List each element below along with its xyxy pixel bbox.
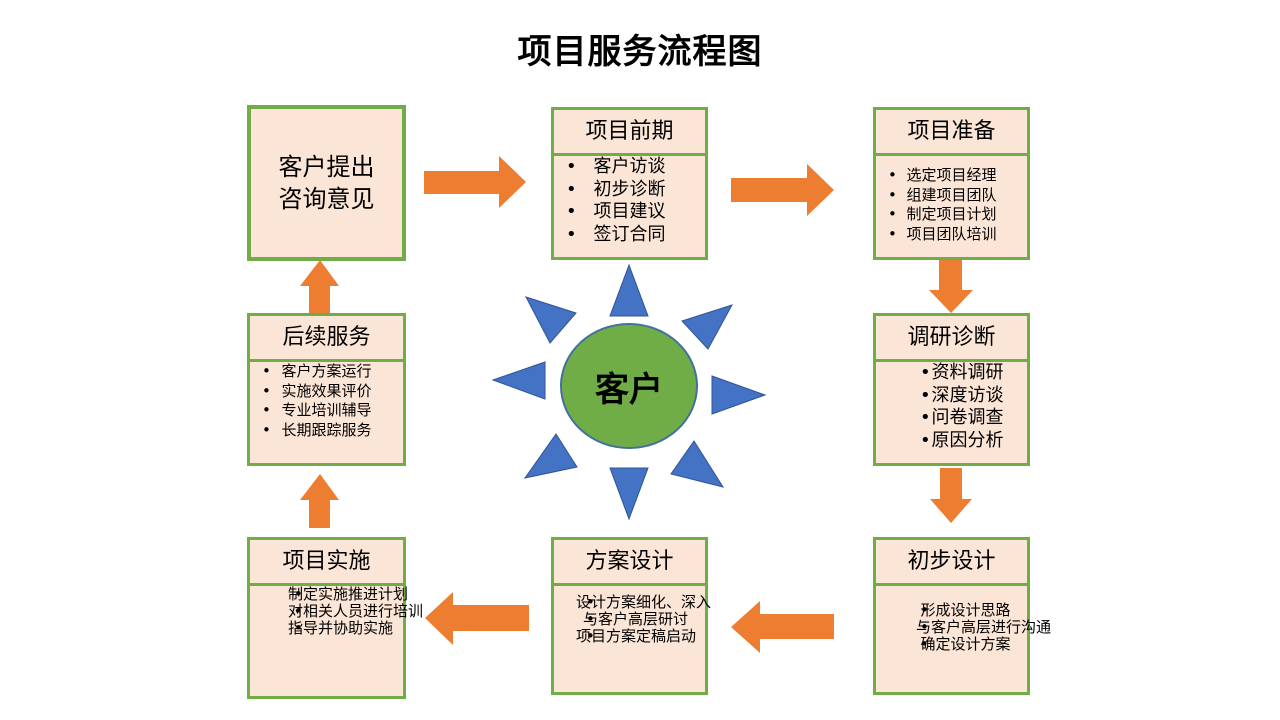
list-item: 深度访谈 — [908, 385, 1027, 408]
box-prep-title: 项目准备 — [876, 110, 1027, 156]
box-scheme-title: 方案设计 — [554, 540, 705, 586]
box-pre-title: 项目前期 — [554, 110, 705, 156]
list-item: 项目建议 — [554, 201, 705, 224]
list-item: 设计方案细化、深入 — [576, 594, 711, 612]
diagram-title: 项目服务流程图 — [517, 32, 763, 72]
list-item: 专业培训辅导 — [250, 401, 403, 421]
arrow-research-to-initial — [930, 468, 972, 523]
list-item: 制定项目计划 — [876, 205, 1027, 225]
box-follow-title: 后续服务 — [250, 316, 403, 362]
box-prep: 项目准备 选定项目经理 组建项目团队 制定项目计划 项目团队培训 — [873, 107, 1030, 260]
ray-top-icon — [609, 263, 649, 317]
list-item: 客户访谈 — [554, 156, 705, 179]
list-item: 对相关人员进行培训 — [284, 603, 423, 621]
arrow-follow-to-start — [300, 260, 339, 313]
list-item: 实施效果评价 — [250, 382, 403, 402]
box-research-title: 调研诊断 — [876, 316, 1027, 362]
ray-bottom-icon — [609, 467, 649, 521]
list-item: 形成设计思路 — [910, 602, 1021, 620]
arrow-impl-to-follow — [300, 474, 339, 528]
ray-left-icon — [491, 361, 546, 400]
start-box-line1: 客户提出 — [278, 153, 375, 181]
start-box: 客户提出 咨询意见 — [247, 105, 406, 261]
box-follow: 后续服务 客户方案运行 实施效果评价 专业培训辅导 长期跟踪服务 — [247, 313, 406, 466]
list-item: 项目方案定稿启动 — [576, 628, 696, 646]
list-item: 与客户高层研讨 — [576, 611, 695, 629]
list-item: 客户方案运行 — [250, 362, 403, 382]
box-research: 调研诊断 资料调研 深度访谈 问卷调查 原因分析 — [873, 313, 1030, 466]
list-item: 签订合同 — [554, 224, 705, 247]
box-initial-title: 初步设计 — [876, 540, 1027, 586]
ray-top-left-icon — [524, 296, 577, 344]
list-item: 制定实施推进计划 — [284, 586, 408, 604]
box-impl-list: 制定实施推进计划 对相关人员进行培训 指导并协助实施 — [250, 586, 423, 638]
box-follow-list: 客户方案运行 实施效果评价 专业培训辅导 长期跟踪服务 — [250, 362, 403, 440]
list-item: 初步诊断 — [554, 179, 705, 202]
start-box-line2: 咨询意见 — [278, 185, 375, 213]
ray-right-icon — [711, 375, 767, 415]
arrow-prep-to-research — [929, 260, 973, 313]
box-research-list: 资料调研 深度访谈 问卷调查 原因分析 — [876, 362, 1027, 452]
list-item: 与客户高层进行沟通 — [910, 619, 1051, 637]
box-prep-list: 选定项目经理 组建项目团队 制定项目计划 项目团队培训 — [876, 156, 1027, 244]
box-initial: 初步设计 形成设计思路 与客户高层进行沟通 确定设计方案 — [873, 537, 1051, 695]
list-item: 问卷调查 — [908, 407, 1027, 430]
list-item: 长期跟踪服务 — [250, 421, 403, 441]
box-impl-title: 项目实施 — [250, 540, 403, 586]
box-initial-list: 形成设计思路 与客户高层进行沟通 确定设计方案 — [876, 586, 1051, 654]
arrow-start-to-pre — [424, 156, 526, 208]
list-item: 资料调研 — [908, 362, 1027, 385]
list-item: 原因分析 — [908, 430, 1027, 453]
arrow-pre-to-prep — [731, 164, 834, 216]
box-pre-list: 客户访谈 初步诊断 项目建议 签订合同 — [554, 156, 705, 246]
center-customer-circle: 客户 — [560, 323, 698, 449]
list-item: 项目团队培训 — [876, 225, 1027, 245]
list-item: 确定设计方案 — [910, 636, 1021, 654]
ray-top-right-icon — [681, 304, 734, 350]
ray-bottom-left-icon — [523, 433, 578, 479]
ray-bottom-right-icon — [670, 440, 725, 488]
box-scheme-list: 设计方案细化、深入 与客户高层研讨 项目方案定稿启动 — [554, 586, 711, 646]
box-impl: 项目实施 制定实施推进计划 对相关人员进行培训 指导并协助实施 — [247, 537, 423, 699]
box-scheme: 方案设计 设计方案细化、深入 与客户高层研讨 项目方案定稿启动 — [551, 537, 711, 695]
list-item: 组建项目团队 — [876, 186, 1027, 206]
arrow-scheme-to-impl — [425, 592, 529, 645]
box-pre: 项目前期 客户访谈 初步诊断 项目建议 签订合同 — [551, 107, 708, 260]
arrow-initial-to-scheme — [731, 601, 834, 653]
list-item: 指导并协助实施 — [284, 620, 393, 638]
list-item: 选定项目经理 — [876, 166, 1027, 186]
